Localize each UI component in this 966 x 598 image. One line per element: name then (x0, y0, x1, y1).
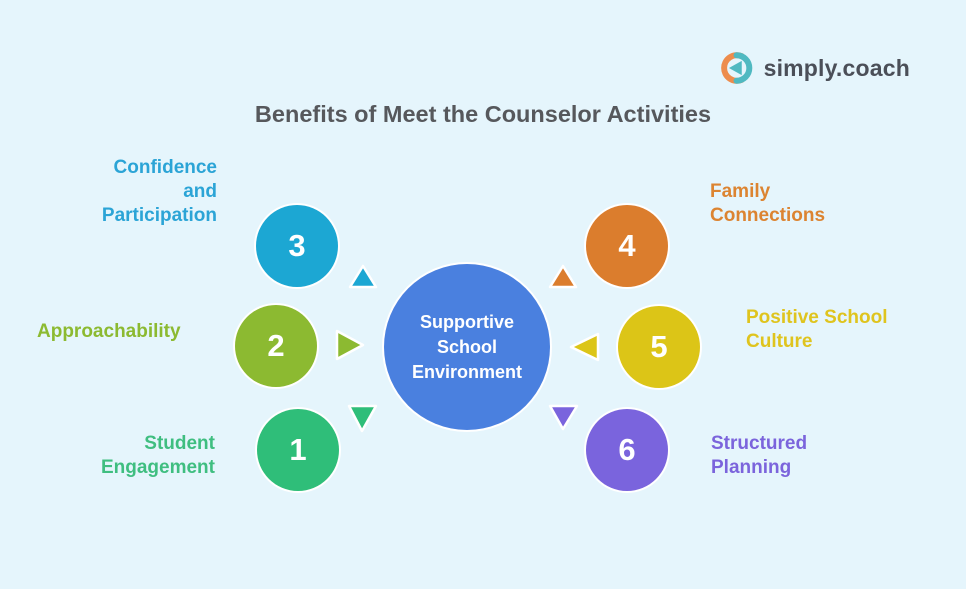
node-label-approachability: Approachability (37, 321, 181, 342)
node-number: 4 (618, 228, 636, 263)
node-number: 5 (650, 329, 668, 364)
node-circle-5: 5 (618, 306, 700, 388)
node-circle-3: 3 (256, 205, 338, 287)
bottom-strip (0, 589, 966, 598)
node-label-student-engagement: Student Engagement (100, 433, 215, 478)
node-number: 3 (288, 228, 306, 263)
triangle-down-purple-icon (548, 404, 579, 431)
triangle-up-orange-icon (548, 264, 578, 289)
triangle-left-yellow-icon (569, 332, 600, 362)
triangle-right-lime-icon (335, 329, 365, 361)
node-label-positive-school-culture: Positive School Culture (746, 307, 888, 352)
node-label-confidence-participation: Confidence and Participation (101, 157, 217, 226)
center-node-label: Supportive School Environment (411, 311, 522, 382)
node-circle-2: 2 (235, 305, 317, 387)
triangle-up-cyan-icon (348, 264, 378, 289)
node-circle-4: 4 (586, 205, 668, 287)
node-number: 6 (618, 432, 636, 467)
triangle-down-green-icon (347, 404, 378, 433)
page-title: Benefits of Meet the Counselor Activitie… (254, 101, 712, 127)
brand-logo-text: simply.coach (763, 54, 910, 81)
brand-logo: simply.coach (719, 50, 910, 86)
node-number: 1 (289, 432, 307, 467)
node-circle-6: 6 (586, 409, 668, 491)
center-node: Supportive School Environment (384, 264, 550, 430)
node-circle-1: 1 (257, 409, 339, 491)
node-number: 2 (267, 328, 285, 363)
node-label-family-connections: Family Connections (710, 181, 826, 226)
node-label-structured-planning: Structured Planning (711, 433, 808, 478)
simply-coach-logo-icon (720, 52, 752, 84)
